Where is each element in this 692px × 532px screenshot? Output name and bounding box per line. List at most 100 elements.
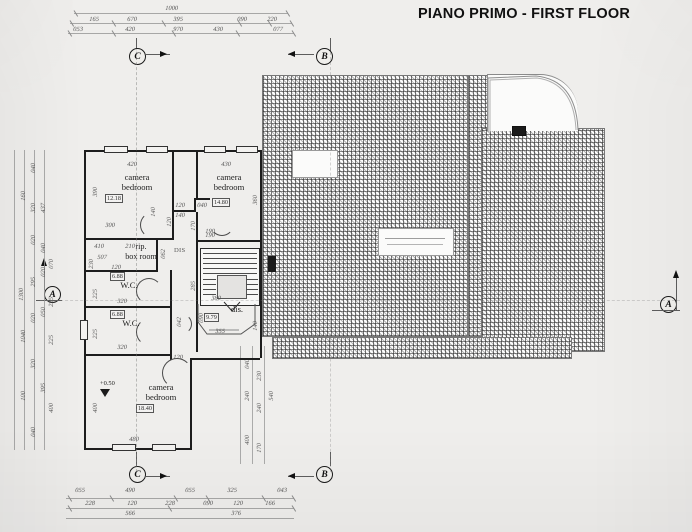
dim-bot-r2-2: 228: [164, 500, 176, 507]
dim-right-r1-2: 400: [244, 434, 251, 446]
dim-top-overall: 1000: [164, 5, 179, 12]
dim-right-r2-0: 230: [256, 370, 263, 382]
axis-line-c: [136, 52, 137, 472]
skylight-left: [292, 150, 338, 178]
room-label-bedroom-upper-left: camera bedroom: [106, 172, 168, 192]
room-name-it: W.C.: [122, 318, 140, 328]
roof-panel-east: [481, 128, 605, 352]
dim-bot-r1-0: 055: [74, 487, 86, 494]
dim-top-r1-0: 165: [88, 16, 100, 23]
dim-corr-4: 170: [190, 220, 197, 232]
dim-bot-r2-3: 090: [202, 500, 214, 507]
room-label-hallway: dis.: [222, 304, 252, 314]
dim-left-overall: 1300: [18, 287, 25, 302]
dim-ur-width: 430: [220, 161, 232, 168]
room-label-landing: DIS: [174, 247, 186, 254]
dim-ur-depth: 360: [252, 194, 259, 206]
dim-hall-090: 090: [198, 312, 205, 324]
room-name-it: W.C.: [120, 280, 138, 290]
dim-bot-r1-2: 055: [184, 487, 196, 494]
section-arrow-a-right: [673, 270, 679, 278]
dim-left-r1-4: 020: [30, 312, 37, 324]
dim-left-r1-3: 295: [30, 276, 37, 288]
dim-left-r3-2: 100: [20, 390, 27, 402]
dim-top-r2-3: 430: [212, 26, 224, 33]
dim-ul-depth: 300: [104, 222, 116, 229]
dim-corr-3: 140: [174, 212, 186, 219]
axis-line-b: [330, 52, 331, 472]
dim-hall-285: 285: [190, 280, 197, 292]
room-name-en: bedroom: [145, 392, 177, 402]
room-name-it: camera: [148, 382, 174, 392]
skylight-center: [378, 228, 454, 256]
dim-right-r3-0: 540: [268, 390, 275, 402]
dim-right-r2-2: 170: [256, 442, 263, 454]
dim-hall-depth: 355: [214, 328, 226, 335]
room-name-it: rip.: [135, 242, 147, 251]
dim-top-r1-1: 670: [126, 16, 138, 23]
dim-box-3: 062: [160, 248, 167, 260]
room-label-wc-lower: W.C.: [112, 318, 150, 328]
dim-left-r2-2: 020: [40, 266, 47, 278]
room-name-it: dis.: [230, 304, 244, 314]
dim-top-r2-2: 970: [172, 26, 184, 33]
window-top-right-b: [236, 146, 258, 153]
dim-left-r1-6: 040: [30, 426, 37, 438]
dim-bot-r1-3: 325: [226, 487, 238, 494]
section-marker-c-bottom[interactable]: C: [129, 466, 146, 483]
staircase: [200, 248, 260, 306]
dim-bot-r2-1: 120: [126, 500, 138, 507]
room-label-bedroom-upper-right: camera bedroom: [200, 172, 258, 192]
dim-box-4: 230: [88, 258, 95, 270]
axis-line-a: [40, 300, 680, 301]
dim-left-r1-1: 320: [30, 202, 37, 214]
section-arrow-c-bottom: [160, 473, 167, 479]
dim-lb-depth: 400: [92, 402, 99, 414]
room-label-bedroom-lower: camera bedroom: [130, 382, 192, 402]
dim-box-2: 120: [110, 264, 122, 271]
dim-bot-r2-0: 228: [84, 500, 96, 507]
window-top-mid: [146, 146, 168, 153]
room-name-it: camera: [216, 172, 242, 182]
level-marker-label: +0.50: [100, 380, 115, 387]
roof-eave-west: [262, 75, 272, 337]
dim-left-r4-1: 225: [48, 296, 55, 308]
dim-left-r2-3: 050: [40, 306, 47, 318]
dim-left-r4-0: 070: [48, 258, 55, 270]
dim-box-0: 410: [93, 243, 105, 250]
dim-landing-190: 190: [204, 232, 216, 239]
window-top-right-a: [204, 146, 226, 153]
dim-corr-2: 140: [150, 206, 157, 218]
dim-left-r2-0: 437: [40, 202, 47, 214]
room-area-bedroom-lower: 18.40: [136, 404, 154, 413]
dim-wcl-042: 042: [176, 316, 183, 328]
roof-panel-south: [272, 337, 572, 359]
section-marker-c-top[interactable]: C: [129, 48, 146, 65]
dim-wcu-depth: 225: [92, 288, 99, 300]
dim-left-r3-1: 160: [20, 190, 27, 202]
window-top-left: [104, 146, 128, 153]
dim-box-5: 507: [96, 254, 108, 261]
dim-bot-r2-4: 120: [232, 500, 244, 507]
dim-top-r1-4: 220: [266, 16, 278, 23]
level-marker-triangle: [100, 389, 110, 397]
dim-left-r4-2: 225: [48, 334, 55, 346]
section-arrow-c-top: [160, 51, 167, 57]
dim-left-r1-0: 040: [30, 162, 37, 174]
dim-wcl-width: 320: [116, 344, 128, 351]
dim-top-r1-2: 395: [172, 16, 184, 23]
dim-left-r2-4: 395: [40, 382, 47, 394]
dim-box-1: 210: [124, 243, 136, 250]
dim-top-r2-4: 077: [272, 26, 284, 33]
dim-left-r1-5: 320: [30, 358, 37, 370]
dim-top-r1-3: 090: [236, 16, 248, 23]
room-area-bedroom-upper-left: 12.18: [105, 194, 123, 203]
dim-wcl-depth: 225: [92, 328, 99, 340]
chimney: [512, 126, 526, 136]
dim-corr-1: 040: [196, 202, 208, 209]
dim-left-r2-1: 040: [40, 242, 47, 254]
room-name-en: bedroom: [121, 182, 153, 192]
dim-lb-width: 480: [128, 436, 140, 443]
dim-left-r1-2: 020: [30, 234, 37, 246]
